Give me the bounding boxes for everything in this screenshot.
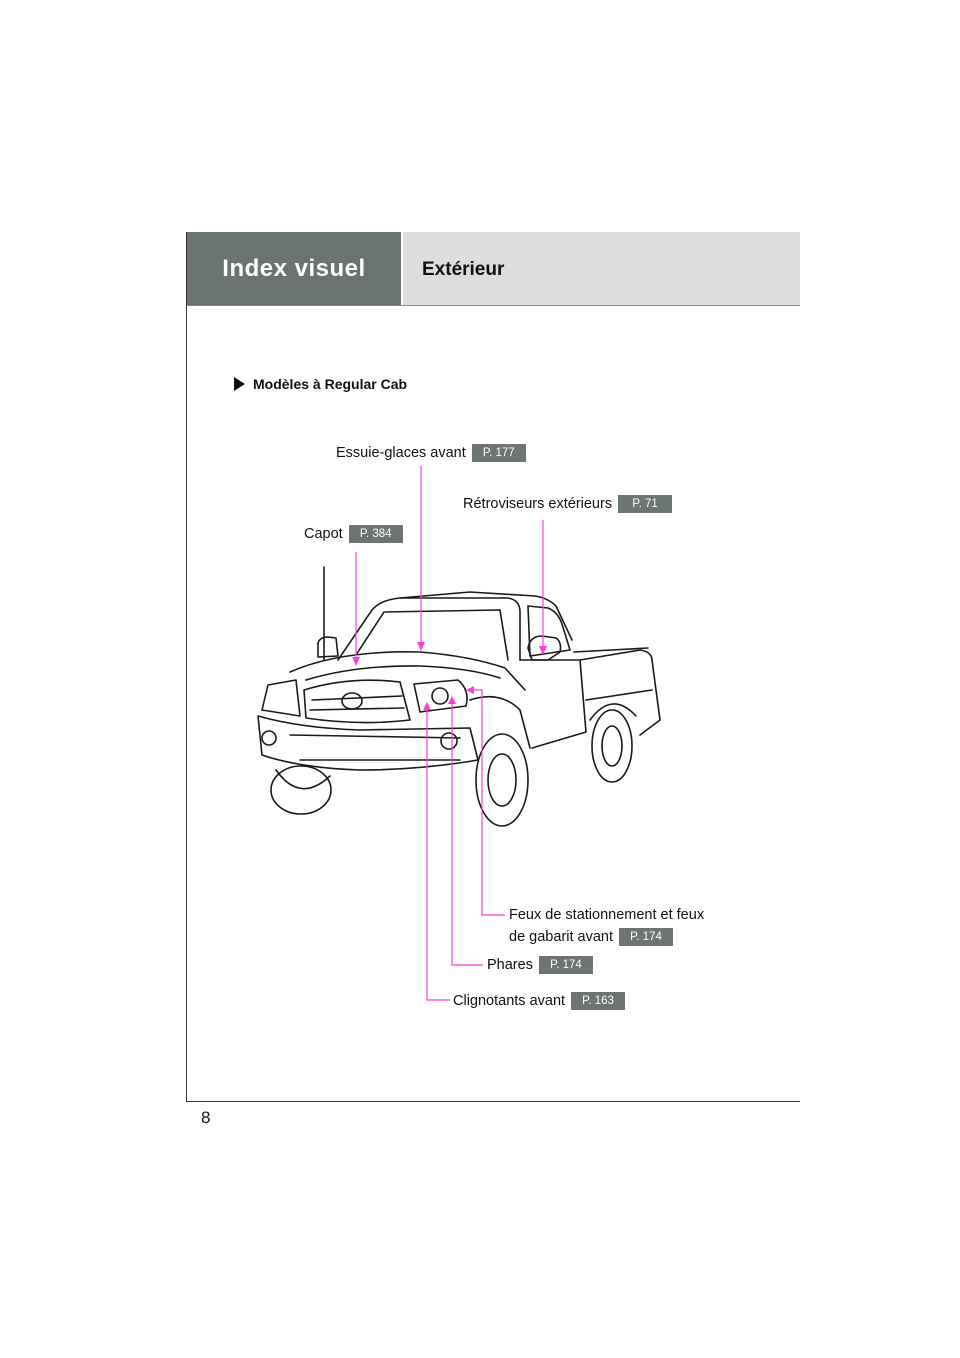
section-tab: Index visuel (187, 232, 401, 306)
model-heading: Modèles à Regular Cab (234, 376, 407, 392)
page-ref-badge[interactable]: P. 71 (618, 495, 673, 513)
callout-phares-label: Phares (487, 957, 533, 973)
callout-feux: de gabarit avant P. 174 (509, 928, 673, 946)
callout-feux-label-line1: Feux de stationnement et feux (509, 907, 705, 923)
subtitle-bar: Extérieur (403, 232, 800, 306)
callout-phares: Phares P. 174 (487, 956, 593, 974)
callout-feux-line1: Feux de stationnement et feux (509, 907, 704, 923)
page-subtitle: Extérieur (422, 259, 505, 280)
callout-arrowheads (352, 642, 547, 710)
callout-clignotants-label: Clignotants avant (453, 993, 566, 1009)
truck-lineart (257, 566, 661, 827)
model-heading-text: Modèles à Regular Cab (253, 376, 408, 392)
callout-essuie-glaces: Essuie-glaces avant P. 177 (336, 444, 526, 462)
page-ref-badge[interactable]: P. 177 (471, 444, 526, 462)
callout-essuie-glaces-label: Essuie-glaces avant (336, 445, 466, 461)
header-divider (187, 305, 800, 306)
callout-retroviseurs-label: Rétroviseurs extérieurs (463, 496, 613, 512)
page-ref-badge[interactable]: P. 174 (538, 956, 593, 974)
page-ref-badge[interactable]: P. 163 (571, 992, 626, 1010)
page-ref-badge[interactable]: P. 384 (348, 525, 403, 543)
page-number: 8 (201, 1108, 211, 1127)
callout-clignotants: Clignotants avant P. 163 (453, 992, 626, 1010)
section-tab-label: Index visuel (222, 255, 366, 282)
page-ref-badge[interactable]: P. 174 (619, 928, 673, 946)
callout-lines (355, 466, 544, 1001)
callout-capot-label: Capot (304, 526, 343, 542)
callout-feux-label: de gabarit avant (509, 929, 613, 945)
callout-retroviseurs: Rétroviseurs extérieurs P. 71 (463, 495, 673, 513)
page-frame-bottom (186, 1101, 800, 1102)
page-frame-left (186, 232, 187, 1102)
callout-capot: Capot P. 384 (304, 525, 403, 543)
arrow-right-icon (234, 377, 245, 391)
